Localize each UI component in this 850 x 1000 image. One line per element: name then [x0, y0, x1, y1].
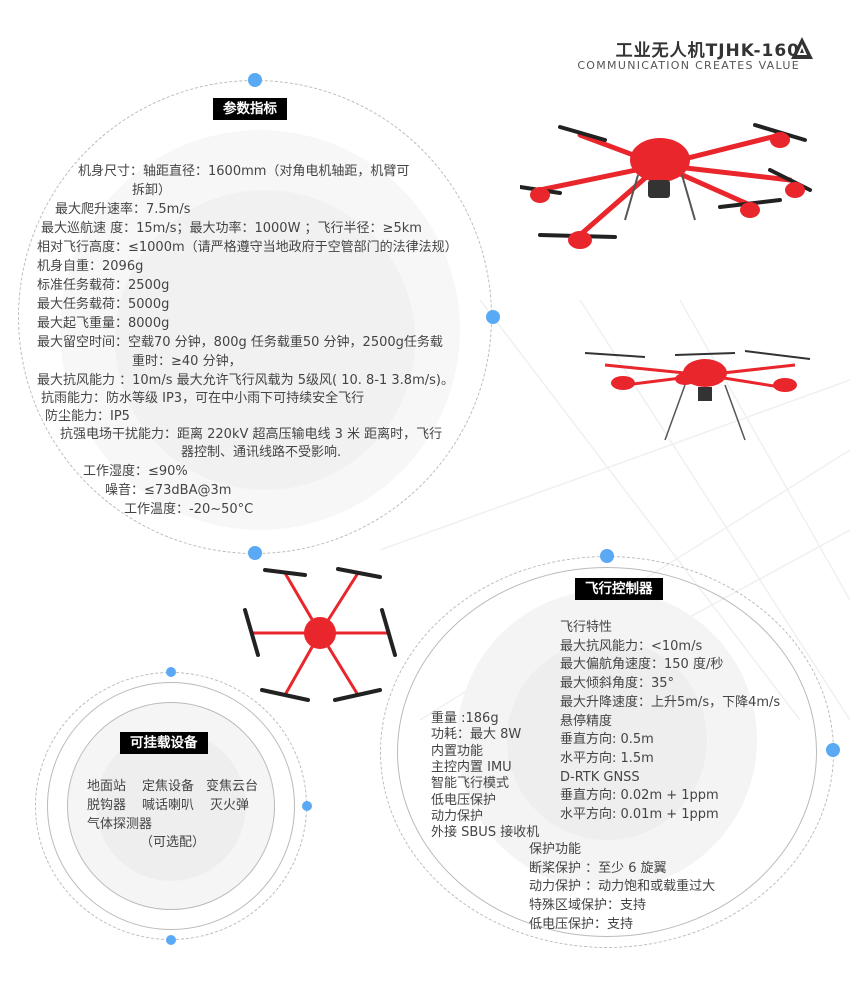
spec-line: 相对飞行高度：≤1000m（请严格遵守当地政府于空管部门的法律法规）: [37, 240, 458, 255]
payload-item: 变焦云台: [206, 779, 259, 794]
decor-dot: [600, 549, 614, 563]
decor-dot: [166, 667, 176, 677]
controller-circle-inner: [507, 640, 707, 840]
payload-item: 灭火弹: [210, 798, 250, 813]
payload-label: 可挂载设备: [120, 732, 208, 754]
payload-item: 喊话喇叭: [142, 798, 195, 813]
header: 工业无人机TJHK-160 COMMUNICATION CREATES VALU…: [577, 36, 800, 72]
spec-line: 机身尺寸：轴距直径：1600mm（对角电机轴距，机臂可: [78, 164, 410, 179]
brand-logo-icon: [791, 37, 813, 59]
spec-line: 机身自重：2096g: [37, 259, 144, 274]
payload-item: 脱钩器: [87, 798, 127, 813]
controller-right-line: 飞行特性: [560, 620, 613, 635]
spec-line: 最大任务载荷：5000g: [37, 297, 170, 312]
controller-left-line: 内置功能: [431, 743, 484, 759]
decor-dot: [302, 801, 312, 811]
spec-line: 工作湿度：≤90%: [83, 464, 188, 479]
controller-right-line: 垂直方向: 0.02m + 1ppm: [560, 788, 719, 804]
controller-right-line: 水平方向: 0.01m + 1ppm: [560, 807, 719, 822]
controller-left-line: 外接 SBUS 接收机: [431, 825, 540, 841]
controller-circle-ring: [397, 567, 817, 937]
spec-line: 拆卸）: [132, 183, 172, 198]
controller-right-line: 最大倾斜角度：35°: [560, 676, 675, 692]
controller-protect-line: 动力保护 ：动力饱和或载重过大: [529, 879, 716, 895]
spec-line: 最大留空时间：空载70 分钟，800g 任务载重50 分钟，2500g任务载: [37, 335, 443, 350]
spec-line: 抗雨能力：防水等级 IP3，可在中小雨下可持续安全飞行: [41, 391, 365, 406]
spec-line: 标准任务载荷：2500g: [37, 278, 170, 293]
payload-circle-core: [96, 731, 246, 881]
controller-right-line: 最大偏航角速度：150 度/秒: [560, 657, 724, 673]
spec-line: 最大抗风能力 ：10m/s 最大允许飞行风载为 5级风( 10. 8-1 3.8…: [37, 373, 454, 388]
controller-right-line: 最大升降速度：上升5m/s，下降4m/s: [560, 694, 781, 710]
payload-item: 气体探测器: [87, 817, 153, 832]
spec-line: 器控制、通讯线路不受影响.: [181, 445, 342, 460]
controller-left-line: 低电压保护: [431, 792, 497, 808]
specs-label: 参数指标: [213, 98, 287, 120]
controller-left-line: 重量 :186g: [431, 711, 499, 726]
controller-protect-line: 保护功能: [529, 842, 582, 857]
decor-dot: [248, 73, 262, 87]
spec-line: 最大巡航速 度：15m/s；最大功率：1000W ；飞行半径：≥5km: [41, 221, 422, 236]
controller-left-line: 动力保护: [431, 808, 484, 824]
controller-right-line: 垂直方向: 0.5m: [560, 732, 654, 748]
payload-item: 定焦设备: [142, 779, 195, 794]
spec-line: 噪音：≤73dBA@3m: [105, 483, 232, 498]
slogan: COMMUNICATION CREATES VALUE: [577, 59, 800, 72]
spec-line: 最大爬升速率：7.5m/s: [55, 202, 191, 217]
decor-dot: [166, 935, 176, 945]
spec-line: 最大起飞重量：8000g: [37, 316, 170, 331]
controller-left-line: 智能飞行模式: [431, 776, 510, 792]
controller-left-line: 功耗：最大 8W: [431, 727, 522, 743]
drone-side-view-large: [520, 123, 812, 249]
decor-dot: [248, 546, 262, 560]
drone-side-view-small: [585, 350, 810, 441]
controller-left-line: 主控内置 IMU: [431, 759, 512, 775]
decor-dot: [486, 310, 500, 324]
spec-line: 抗强电场干扰能力：距离 220kV 超高压输电线 3 米 距离时，飞行: [60, 427, 443, 442]
payload-note: （可选配）: [140, 835, 206, 850]
product-title: 工业无人机TJHK-160: [615, 41, 800, 61]
specs-circle-inner: [115, 190, 415, 490]
spec-line: 重时：≥40 分钟，: [132, 354, 242, 369]
controller-right-line: 悬停精度: [560, 713, 613, 729]
payload-circle-ring: [47, 682, 295, 930]
controller-right-line: 水平方向: 1.5m: [560, 750, 654, 766]
controller-protect-line: 低电压保护：支持: [529, 916, 634, 932]
drone-top-view: [243, 567, 397, 702]
controller-protect-line: 断桨保护 ：至少 6 旋翼: [529, 860, 667, 876]
controller-label: 飞行控制器: [575, 578, 663, 600]
payload-item: 地面站: [87, 779, 127, 794]
spec-line: 防尘能力：IP5: [45, 409, 130, 424]
spec-line: 工作温度：-20~50°C: [124, 502, 254, 517]
controller-protect-line: 特殊区域保护：支持: [529, 898, 647, 914]
controller-right-line: D-RTK GNSS: [560, 769, 640, 785]
decor-dot: [826, 743, 840, 757]
controller-right-line: 最大抗风能力：<10m/s: [560, 638, 703, 654]
